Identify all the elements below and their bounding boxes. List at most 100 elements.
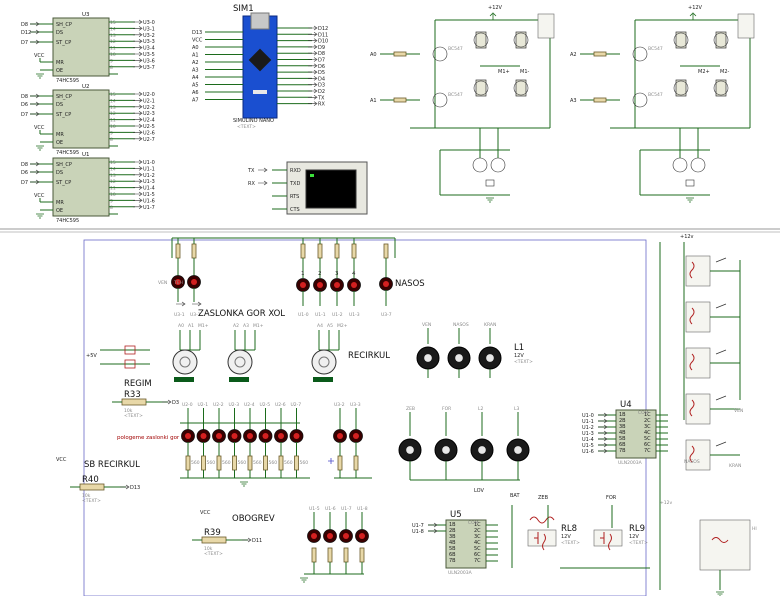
port-arrow-icon xyxy=(133,38,143,44)
arduino-pin-label: D4 xyxy=(318,76,325,82)
led-glow xyxy=(200,433,207,439)
port-arrow-icon xyxy=(30,21,40,27)
ground-icon xyxy=(300,577,308,583)
resistor-icon xyxy=(334,243,340,259)
ground-icon xyxy=(486,197,494,203)
port-arrow-icon xyxy=(598,448,608,454)
motor-pin-label: A0 xyxy=(178,323,184,329)
nasos-sub: U3-7 xyxy=(381,312,392,318)
led-glow xyxy=(383,281,389,287)
uln-out: 2C xyxy=(644,418,651,424)
arduino-pin-label: A5 xyxy=(192,83,199,89)
uln-part: ULN2003A xyxy=(618,460,643,466)
motor-pin-label: A5 xyxy=(327,323,333,329)
relay-rl9[interactable]: FOR RL9 12V <TEXT> xyxy=(560,495,650,569)
port-arrow-icon xyxy=(133,185,143,190)
uln-out: 7C xyxy=(474,558,481,564)
output-label: U1-6 xyxy=(143,198,155,204)
pin-number: 9 xyxy=(110,198,113,204)
svg-text:+5V: +5V xyxy=(86,353,97,359)
uln2003-u5[interactable]: U51B2B3B4B5B6B7B1C2C3C4C5C6C7CCOMULN2003… xyxy=(412,510,498,576)
output-label: U3-5 xyxy=(143,52,155,58)
indicator-sub: U3-1 xyxy=(190,312,201,318)
transistor-icon xyxy=(715,31,727,49)
led-sub: U1-0 xyxy=(298,312,309,318)
led-row-label: U3-2 xyxy=(334,402,345,408)
input-label: D6 xyxy=(21,170,28,176)
motor-status-bar xyxy=(229,377,249,382)
rl9-value: 12V xyxy=(629,534,639,540)
resistor-value: 560 xyxy=(300,460,309,466)
resistor-icon xyxy=(337,455,343,471)
port-arrow-icon xyxy=(598,418,608,424)
pin-number: 8 xyxy=(110,137,113,143)
arduino-part: SIMULINO NANO xyxy=(233,118,274,124)
transistor-ring xyxy=(473,80,489,96)
port-arrow-icon xyxy=(308,63,318,69)
output-label: U3-3 xyxy=(143,39,155,45)
led-number: 1 xyxy=(301,271,305,277)
supply-label: +12V xyxy=(488,5,503,11)
arduino-pin-label: A1 xyxy=(192,53,199,59)
led-glow xyxy=(317,282,323,288)
pot-body xyxy=(121,398,147,406)
port-arrow-icon xyxy=(308,50,318,56)
uln-input-label: U1-4 xyxy=(582,437,594,443)
arduino-pin-label: TX xyxy=(317,95,325,101)
port-arrow-icon xyxy=(176,301,186,307)
relay-rl8[interactable]: BAT ZEB RL8 12V <TEXT> xyxy=(510,493,580,568)
driver-transistor-icon xyxy=(632,92,648,108)
switch-arm xyxy=(715,303,727,309)
l1-text: <TEXT> xyxy=(514,359,533,365)
resistor-icon xyxy=(393,51,407,57)
pologeme-label: pologeme zaslonki gor xol xyxy=(117,435,189,441)
output-label: U3-7 xyxy=(143,65,155,71)
input-label: D8 xyxy=(21,22,28,28)
right-lamp-label: VEN xyxy=(734,408,743,414)
indicator-sub: U3-1 xyxy=(174,312,185,318)
led-row-label: U2-4 xyxy=(244,402,255,408)
regim-switch[interactable]: +5V xyxy=(86,345,150,369)
arduino-pin-label: A6 xyxy=(192,90,199,96)
zeb-label: ZEB xyxy=(538,495,549,501)
chip-name: U1 xyxy=(82,152,90,158)
arduino-pin-label: D7 xyxy=(318,58,325,64)
port-arrow-icon xyxy=(133,123,143,129)
arduino-pin-label: A7 xyxy=(192,98,199,104)
ground-icon xyxy=(716,591,724,596)
uln2003-u4[interactable]: U41B2B3B4B5B6B7B1C2C3C4C5C6C7CCOMULN2003… xyxy=(582,400,668,466)
port-arrow-icon xyxy=(308,44,318,50)
output-label: U1-7 xyxy=(143,205,155,211)
pin-number: 13 xyxy=(110,173,116,179)
uln-pin: 5B xyxy=(449,546,456,552)
port-arrow-icon xyxy=(133,91,143,97)
uln-body xyxy=(615,409,657,459)
cursor-cross-icon xyxy=(328,458,334,464)
transistor-icon xyxy=(515,79,527,97)
arduino-nano[interactable]: SIM1 SIMULINO NANO <TEXT> D13VCCA0A1A2A3… xyxy=(192,4,328,130)
led-glow xyxy=(334,282,340,288)
terminal-screen xyxy=(305,169,357,209)
pin-label: ST_CP xyxy=(56,180,71,186)
uln-out: 1C xyxy=(644,412,651,418)
resistor-icon xyxy=(393,97,407,103)
led-row-label: U2-1 xyxy=(198,402,209,408)
resistor-icon xyxy=(359,547,365,563)
pin-number: 13 xyxy=(110,33,116,39)
transistor-ring xyxy=(673,80,689,96)
resistor-value: 560 xyxy=(238,460,247,466)
ground-icon xyxy=(36,145,44,151)
led-glow xyxy=(359,533,365,539)
port-arrow-icon xyxy=(598,424,608,430)
hbridge-input-label: A3 xyxy=(570,98,577,104)
